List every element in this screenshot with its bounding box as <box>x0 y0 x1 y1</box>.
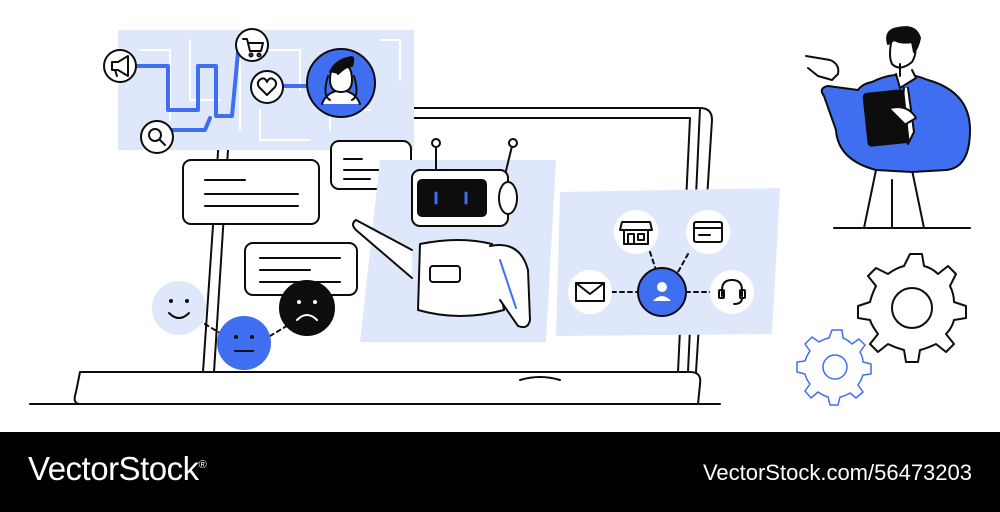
store-icon <box>614 210 658 254</box>
gear-icon <box>857 253 967 363</box>
person-icon <box>306 48 376 118</box>
watermark-footer: VectorStock® VectorStock.com/56473203 <box>0 432 1000 512</box>
heart-icon <box>250 70 284 104</box>
cart-icon <box>235 28 269 62</box>
smiley-sad-icon <box>279 280 335 336</box>
chat-bubble-large <box>182 159 320 225</box>
smiley-happy-icon <box>152 281 206 335</box>
megaphone-icon <box>103 49 137 83</box>
mail-icon <box>568 270 612 314</box>
browser-icon <box>686 210 730 254</box>
businessman-figure <box>805 26 971 229</box>
vectorstock-logo: VectorStock® <box>28 450 207 487</box>
image-id-url: VectorStock.com/56473203 <box>702 460 972 485</box>
robot-assistant <box>352 138 556 342</box>
headset-icon <box>710 270 754 314</box>
user-icon <box>637 267 687 317</box>
gear-icon-small <box>796 329 872 406</box>
search-icon <box>140 120 174 154</box>
smiley-neutral-icon <box>217 316 271 370</box>
illustration-canvas <box>29 26 971 406</box>
